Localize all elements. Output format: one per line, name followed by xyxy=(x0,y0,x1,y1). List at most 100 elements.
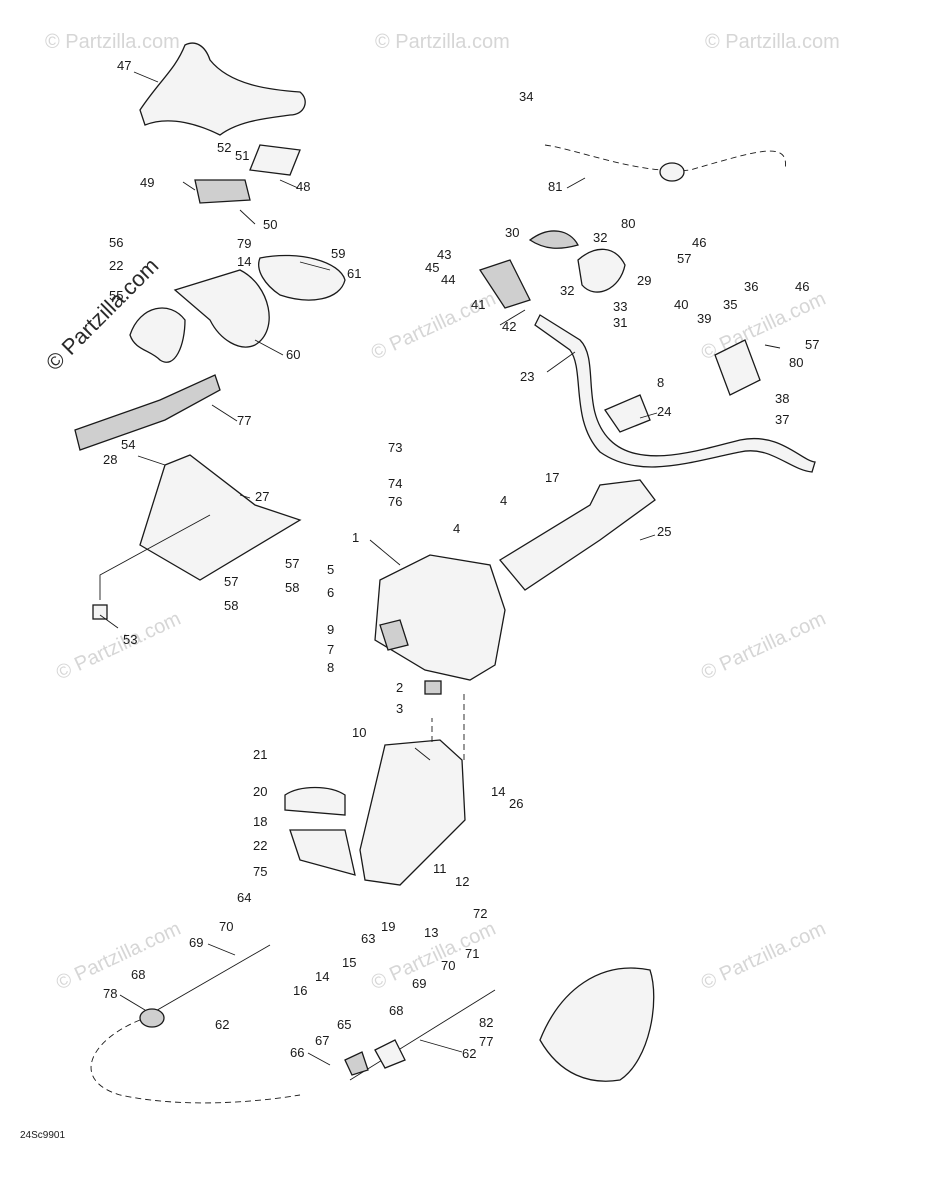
callout-number: 42 xyxy=(502,319,516,334)
callout-number: 36 xyxy=(744,279,758,294)
lever-part xyxy=(528,230,579,249)
callout-number: 7 xyxy=(327,642,334,657)
callout-number: 70 xyxy=(441,958,455,973)
callout-number: 53 xyxy=(123,632,137,647)
callout-number: 17 xyxy=(545,470,559,485)
callout-number: 49 xyxy=(140,175,154,190)
callout-number: 32 xyxy=(560,283,574,298)
callout-number: 51 xyxy=(235,148,249,163)
callout-number: 22 xyxy=(253,838,267,853)
callout-number: 3 xyxy=(396,701,403,716)
rod-end-part xyxy=(92,604,108,620)
mount-bracket-part xyxy=(129,307,186,363)
callout-number: 43 xyxy=(437,247,451,262)
leader-lines xyxy=(99,71,781,1066)
cable-69 xyxy=(139,944,271,1021)
watermark-text: © Partzilla.com xyxy=(698,288,829,365)
callout-number: 60 xyxy=(286,347,300,362)
callout-labels: 47 52 51 49 48 50 56 79 22 14 59 61 55 6… xyxy=(103,58,819,1061)
callout-number: 65 xyxy=(337,1017,351,1032)
switch-housing-part xyxy=(173,269,270,348)
callout-number: 20 xyxy=(253,784,267,799)
cable-loop-dashed xyxy=(90,1019,301,1104)
callout-number: 14 xyxy=(491,784,505,799)
bracket-part xyxy=(139,454,302,581)
callout-number: 56 xyxy=(109,235,123,250)
callout-number: 64 xyxy=(237,890,251,905)
callout-number: 52 xyxy=(217,140,231,155)
watermark-text: © Partzilla.com xyxy=(705,31,840,53)
callout-number: 75 xyxy=(253,864,267,879)
callout-number: 38 xyxy=(775,391,789,406)
callout-number: 46 xyxy=(795,279,809,294)
fitting-67-part xyxy=(344,1051,369,1076)
fitting-65-part xyxy=(374,1039,406,1069)
handlebar-part xyxy=(534,314,816,473)
watermark-text: © Partzilla.com xyxy=(375,31,510,53)
watermark-text: © Partzilla.com xyxy=(698,608,829,685)
callout-number: 76 xyxy=(388,494,402,509)
callout-number: 40 xyxy=(674,297,688,312)
callout-number: 54 xyxy=(121,437,135,452)
housing-35-part xyxy=(714,339,761,396)
callout-number: 57 xyxy=(805,337,819,352)
callout-number: 12 xyxy=(455,874,469,889)
callout-number: 28 xyxy=(103,452,117,467)
callout-number: 26 xyxy=(509,796,523,811)
callout-number: 31 xyxy=(613,315,627,330)
grip-cover-part xyxy=(258,254,346,301)
callout-number: 58 xyxy=(285,580,299,595)
callout-number: 10 xyxy=(352,725,366,740)
callout-number: 21 xyxy=(253,747,267,762)
callout-number: 58 xyxy=(224,598,238,613)
callout-number: 4 xyxy=(453,521,460,536)
callout-number: 57 xyxy=(224,574,238,589)
callout-number: 73 xyxy=(388,440,402,455)
steering-column-part xyxy=(499,479,656,591)
callout-number: 13 xyxy=(424,925,438,940)
callout-number: 46 xyxy=(692,235,706,250)
tube-part xyxy=(379,619,409,651)
watermark-text: © Partzilla.com xyxy=(53,918,184,995)
nozzle-part xyxy=(539,967,655,1082)
callout-number: 8 xyxy=(327,660,334,675)
callout-number: 5 xyxy=(327,562,334,577)
callout-number: 79 xyxy=(237,236,251,251)
callout-number: 25 xyxy=(657,524,671,539)
callout-number: 72 xyxy=(473,906,487,921)
callout-number: 4 xyxy=(500,493,507,508)
callout-number: 37 xyxy=(775,412,789,427)
callout-number: 50 xyxy=(263,217,277,232)
callout-number: 19 xyxy=(381,919,395,934)
callout-number: 35 xyxy=(723,297,737,312)
grip-41-part xyxy=(478,259,531,309)
clamp-18-part xyxy=(289,829,356,876)
support-10-part xyxy=(359,739,466,886)
callout-number: 47 xyxy=(117,58,131,73)
callout-number: 14 xyxy=(315,969,329,984)
steering-housing-part xyxy=(374,554,506,681)
callout-number: 44 xyxy=(441,272,455,287)
callout-number: 74 xyxy=(388,476,402,491)
callout-number: 77 xyxy=(479,1034,493,1049)
callout-number: 81 xyxy=(548,179,562,194)
callout-number: 67 xyxy=(315,1033,329,1048)
callout-number: 63 xyxy=(361,931,375,946)
callout-number: 55 xyxy=(109,288,123,303)
handlebar-cover-part xyxy=(139,42,306,136)
callout-number: 8 xyxy=(657,375,664,390)
callout-number: 69 xyxy=(189,935,203,950)
callout-number: 23 xyxy=(520,369,534,384)
callout-number: 29 xyxy=(637,273,651,288)
watermark-text: © Partzilla.com xyxy=(53,608,184,685)
watermark-text: © Partzilla.com xyxy=(45,31,180,53)
callout-number: 41 xyxy=(471,297,485,312)
callout-number: 15 xyxy=(342,955,356,970)
diagram-code: 24Sc9901 xyxy=(20,1130,65,1141)
part-drawings xyxy=(74,42,816,1104)
cable-62 xyxy=(349,989,496,1081)
callout-number: 1 xyxy=(352,530,359,545)
clamp-block-part xyxy=(194,179,251,204)
watermark-text: © Partzilla.com xyxy=(698,918,829,995)
